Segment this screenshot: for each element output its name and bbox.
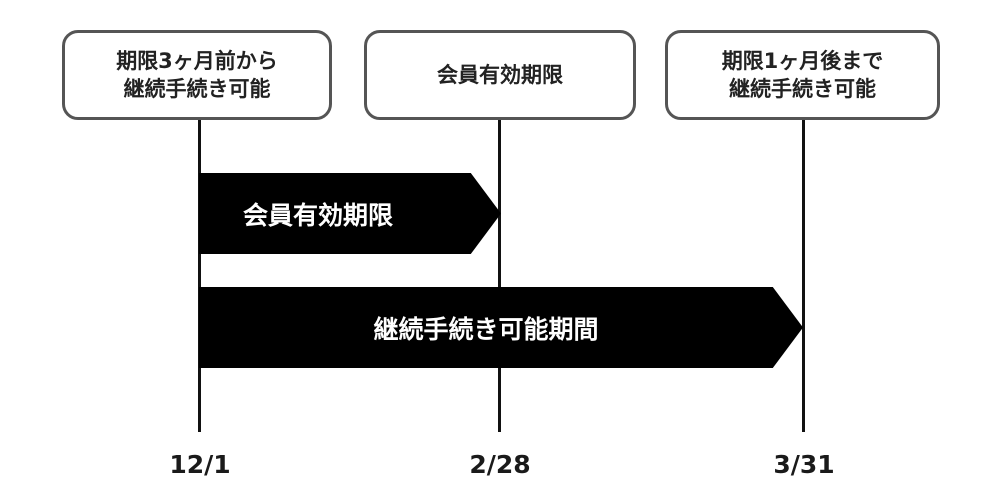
timeline-marker-end — [802, 120, 805, 432]
callout-renewal-start-line2: 継続手続き可能 — [123, 77, 271, 101]
callout-renewal-end-line1: 期限1ヶ月後まで — [721, 48, 884, 73]
callout-expiry: 会員有効期限 — [364, 30, 636, 120]
callout-renewal-start: 期限3ヶ月前から 継続手続き可能 — [62, 30, 332, 120]
date-label-start: 12/1 — [169, 450, 231, 479]
renewal-period-arrow: 継続手続き可能期間 — [199, 287, 803, 368]
callout-expiry-label: 会員有効期限 — [437, 62, 563, 87]
membership-period-arrow: 会員有効期限 — [199, 173, 501, 254]
callout-renewal-end-line2: 継続手続き可能 — [729, 77, 876, 101]
callout-renewal-start-line1: 期限3ヶ月前から — [116, 48, 278, 73]
membership-period-label: 会員有効期限 — [243, 200, 394, 230]
timeline-marker-start — [198, 120, 201, 432]
timeline-marker-expiry — [498, 120, 501, 432]
date-label-expiry: 2/28 — [469, 450, 531, 479]
renewal-period-label: 継続手続き可能期間 — [373, 314, 599, 344]
date-label-end: 3/31 — [773, 450, 835, 479]
callout-renewal-end: 期限1ヶ月後まで 継続手続き可能 — [665, 30, 940, 120]
